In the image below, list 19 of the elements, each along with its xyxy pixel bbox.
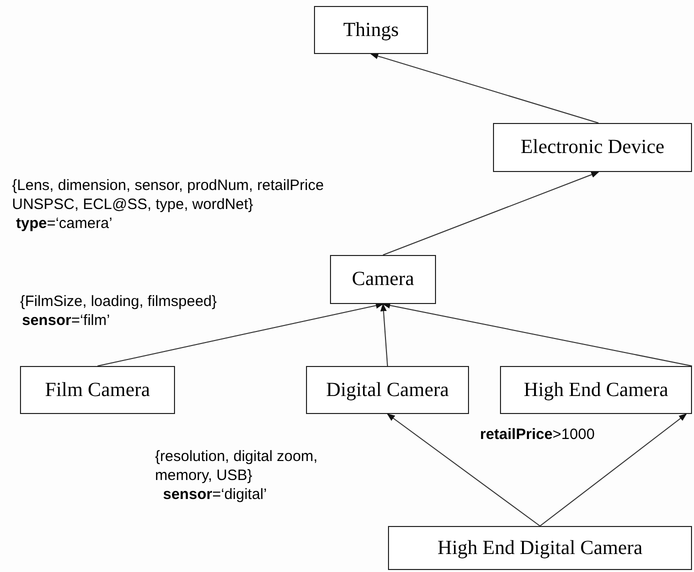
annotation-text: type=‘camera’ — [16, 214, 114, 233]
annotation-text: sensor=‘film’ — [22, 311, 111, 330]
arrow — [540, 414, 687, 526]
arrow — [386, 414, 540, 526]
class-box: Digital Camera — [306, 366, 469, 414]
annotation-text: sensor=‘digital’ — [163, 485, 268, 504]
arrow — [97, 302, 384, 366]
class-box: Film Camera — [20, 366, 175, 414]
class-box: Camera — [330, 255, 436, 304]
arrow — [382, 172, 600, 256]
arrow — [382, 302, 692, 366]
class-box: Things — [314, 6, 428, 54]
class-box: High End Digital Camera — [388, 526, 692, 570]
class-box: Electronic Device — [493, 123, 692, 172]
arrow — [380, 303, 388, 366]
annotation-text: {FilmSize, loading, filmspeed} — [20, 292, 218, 311]
class-box: High End Camera — [500, 366, 692, 414]
annotation-text: retailPrice>1000 — [480, 425, 596, 444]
arrow — [370, 53, 599, 124]
